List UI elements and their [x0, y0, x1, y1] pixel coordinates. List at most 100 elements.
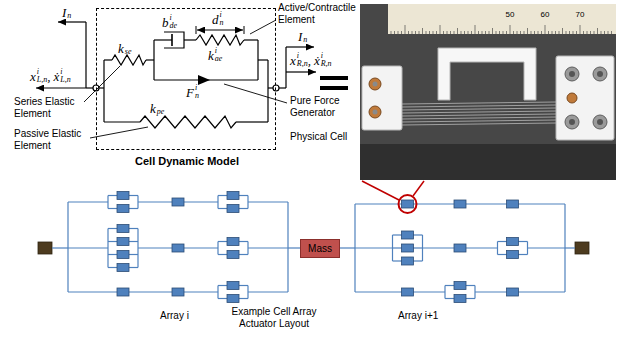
symbol-base: F — [186, 86, 194, 99]
array-wire — [288, 247, 300, 248]
subscript: pe — [157, 108, 165, 116]
subscript: L,n — [37, 76, 47, 84]
math-symbol: kpe — [150, 100, 164, 116]
superscript: i — [170, 14, 178, 22]
leader-line — [90, 127, 148, 138]
array-wire — [355, 247, 393, 248]
ruler-tick — [517, 31, 518, 34]
ruler-tick — [426, 31, 427, 34]
figure-label: Example Cell Array Actuator Layout — [226, 306, 322, 330]
array-wire — [475, 291, 565, 292]
actuator-cell — [507, 200, 519, 208]
math-symbol: bide — [162, 14, 177, 30]
part-name: Pure Force Generator — [290, 95, 348, 119]
ruler-tick — [496, 31, 497, 34]
label-holder: Array i+1 — [398, 310, 438, 322]
math-symbol: xiR,n,ẋiR,n — [290, 52, 332, 68]
screw-head — [597, 119, 603, 125]
circuit-wire — [104, 121, 140, 122]
math-symbol: xiL,n,ẋiL,n — [30, 68, 71, 84]
cell-photo — [360, 4, 616, 180]
actuator-cell — [227, 295, 239, 303]
ruler-tick — [503, 31, 504, 34]
ruler-tick — [583, 31, 584, 34]
circuit-wire — [244, 39, 258, 40]
superscript: i — [321, 52, 332, 60]
frame-caption: Cell Dynamic Model — [97, 154, 277, 168]
array-wire — [217, 286, 218, 299]
leader-line — [250, 20, 276, 34]
label-holder: Pure Force Generator — [290, 95, 348, 119]
spring-symbol — [196, 35, 244, 45]
math-symbol: kse — [118, 40, 131, 56]
circuit-wire — [153, 40, 154, 80]
ruler-tick — [405, 25, 406, 34]
subscript: L,n — [60, 76, 70, 84]
ruler-number: 70 — [572, 10, 588, 20]
array-wire — [52, 247, 68, 248]
array-label: Array i+1 — [398, 310, 438, 322]
subscript: R,n — [297, 60, 308, 68]
circuit-wire — [86, 87, 93, 88]
array-wire — [248, 201, 288, 202]
photo-panel: Physical Cell — [360, 4, 616, 180]
highlight-circle — [399, 195, 417, 213]
end-anchor — [38, 242, 52, 254]
equals-sign — [320, 76, 348, 80]
ruler-tick — [513, 31, 514, 34]
subscript: R,n — [321, 60, 332, 68]
ruler-tick — [398, 31, 399, 34]
screw-head — [569, 119, 575, 125]
ruler-tick — [569, 31, 570, 34]
label-holder: Active/Contractile Element — [278, 2, 360, 26]
photo-background — [360, 4, 616, 180]
ruler-tick — [461, 31, 462, 34]
ruler-tick — [555, 31, 556, 34]
ruler-tick — [548, 31, 549, 34]
ruler-tick — [433, 31, 434, 34]
ruler-tick — [415, 31, 416, 34]
ruler-tick — [541, 31, 542, 34]
ruler-tick — [391, 31, 392, 34]
subscript: n — [220, 19, 224, 27]
subscript: se — [125, 48, 132, 56]
superscript: i — [220, 11, 224, 19]
symbol-base: k — [150, 102, 156, 115]
label-holder: 60 — [537, 10, 553, 20]
circuit-wire — [104, 59, 112, 60]
circuit-wire — [285, 47, 286, 88]
cell-bridge — [438, 48, 536, 100]
actuator-cell — [454, 282, 466, 290]
wire-strand — [402, 123, 556, 125]
text-holder: Physical Cell — [290, 130, 356, 143]
actuator-cell — [402, 288, 414, 296]
zoom-line — [413, 181, 424, 196]
model-frame: Cell Dynamic Model — [96, 8, 276, 150]
terminal-node — [273, 85, 279, 91]
text-holder: Cell Dynamic Model — [97, 154, 277, 168]
symbol-base: b — [162, 16, 169, 29]
circuit-wire — [184, 39, 196, 40]
mass-block: Mass — [300, 239, 340, 258]
ruler-tick — [457, 28, 458, 34]
label-holder: Example Cell Array Actuator Layout — [226, 306, 322, 330]
damper-piston — [171, 34, 173, 46]
ruler-tick — [475, 25, 476, 34]
circuit-wire — [85, 22, 86, 88]
array-wire — [107, 229, 108, 268]
equals-sign — [320, 86, 348, 90]
ruler-tick — [594, 31, 595, 34]
ruler-tick — [552, 31, 553, 34]
steel-screw — [565, 67, 579, 81]
ruler-tick — [566, 31, 567, 34]
superscript: i — [37, 68, 47, 76]
array-wire — [217, 196, 218, 209]
steel-screw — [593, 115, 607, 129]
ruler-tick — [559, 31, 560, 34]
array-label: Array i — [160, 310, 189, 322]
ruler-tick — [419, 31, 420, 34]
superscript: i — [195, 84, 199, 92]
label-holder: Series Elastic Element — [14, 96, 82, 120]
symbol-base: I — [298, 30, 302, 43]
array-wire — [355, 291, 445, 292]
